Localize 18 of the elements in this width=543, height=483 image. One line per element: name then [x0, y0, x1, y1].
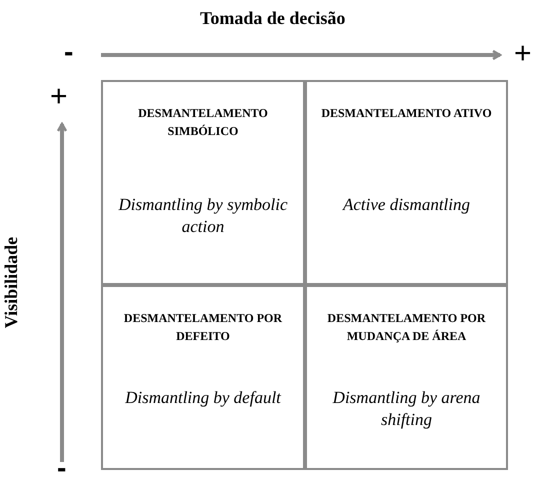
plus-sign: +: [514, 37, 532, 71]
minus-sign: -: [64, 36, 74, 68]
quadrant-description: Dismantling by symbolic action: [117, 194, 289, 238]
quadrant-heading: DESMANTELAMENTO POR DEFEITO: [122, 310, 284, 345]
axis-title: Visibilidade: [1, 236, 22, 328]
quadrant-heading: DESMANTELAMENTO POR MUDANÇA DE ÁREA: [326, 310, 487, 345]
axis-title: Tomada de decisão: [200, 8, 346, 29]
plus-sign: +: [50, 80, 68, 114]
quadrant-box: [305, 80, 508, 285]
minus-sign: -: [57, 452, 66, 483]
quadrant-description: Dismantling by arena shifting: [332, 387, 482, 431]
quadrant-box: [101, 285, 305, 470]
quadrant-box: [101, 80, 305, 285]
quadrant-description: Dismantling by default: [124, 387, 282, 409]
quadrant-description: Active dismantling: [341, 194, 471, 216]
quadrant-heading: DESMANTELAMENTO SIMBÓLICO: [137, 105, 269, 140]
quadrant-box: [305, 285, 508, 470]
quadrant-heading: DESMANTELAMENTO ATIVO: [320, 105, 493, 122]
